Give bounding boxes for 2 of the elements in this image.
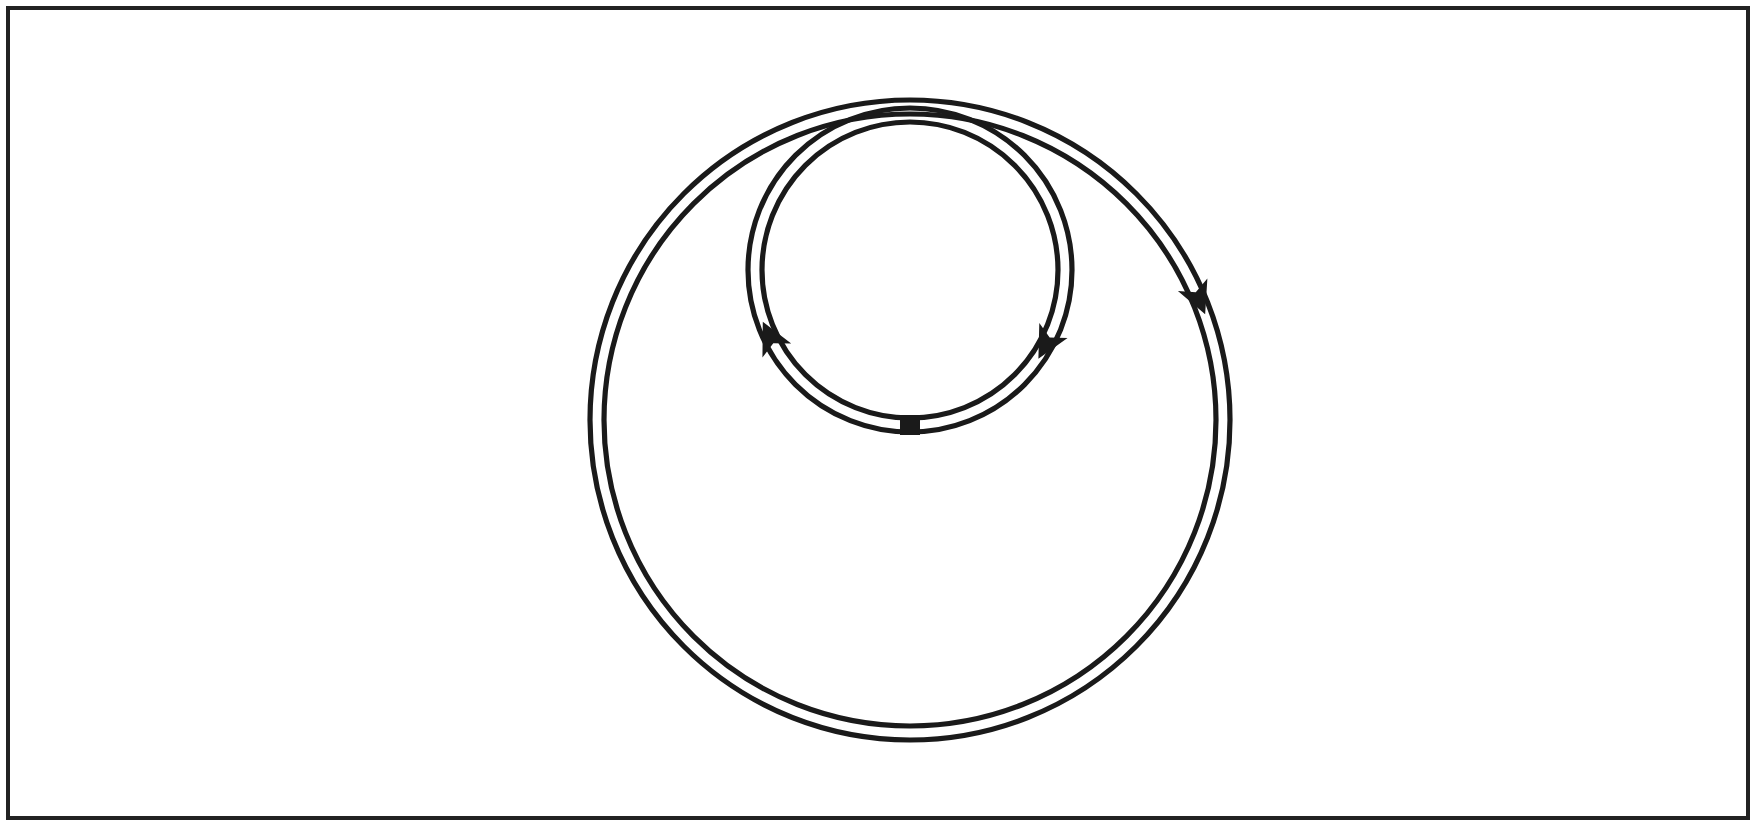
circular-track xyxy=(742,102,1078,438)
circular-track xyxy=(584,94,1236,746)
